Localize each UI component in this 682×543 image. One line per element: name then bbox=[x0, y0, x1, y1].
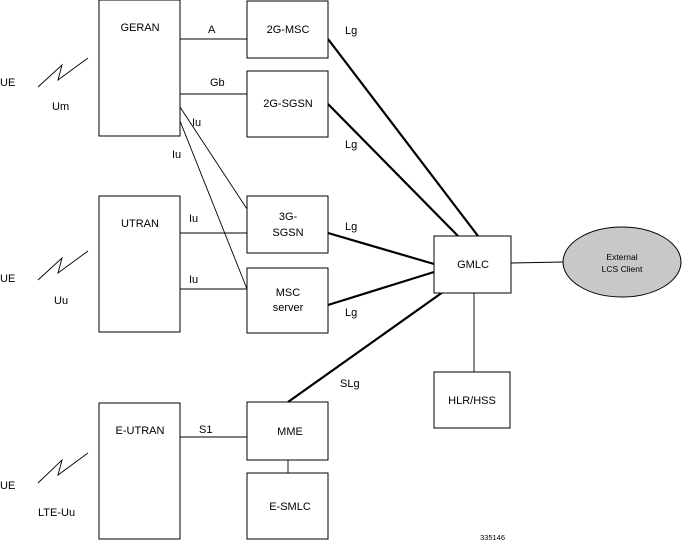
sgsn2g-node: 2G-SGSN bbox=[246, 70, 329, 138]
lte-uu-label: LTE-Uu bbox=[38, 507, 75, 519]
msc2g-node: 2G-MSC bbox=[246, 0, 329, 59]
radio-link-lte-uu-icon bbox=[37, 452, 89, 484]
lg-sgsn2g-gmlc-line bbox=[327, 103, 459, 237]
lcs-client-label-line2: LCS Client bbox=[602, 264, 643, 274]
geran-node: GERAN bbox=[98, 0, 181, 137]
esmlc-label: E-SMLC bbox=[269, 501, 311, 513]
utran-node: UTRAN bbox=[98, 195, 181, 333]
radio-link-uu-icon bbox=[37, 250, 89, 281]
gmlc-label: GMLC bbox=[457, 259, 489, 271]
mscserver-node: MSC server bbox=[246, 267, 329, 334]
a-interface-label: A bbox=[208, 24, 216, 36]
sgsn3g-label-line2: SGSN bbox=[272, 227, 303, 239]
gmlc-lcs-client-line bbox=[510, 261, 564, 264]
iu-geran-label-a: Iu bbox=[192, 117, 201, 129]
slg-label: SLg bbox=[340, 378, 360, 390]
iu-utran-sgsn-label: Iu bbox=[189, 213, 198, 225]
utran-label: UTRAN bbox=[121, 218, 159, 230]
hlrhss-label: HLR/HSS bbox=[448, 395, 496, 407]
slg-mme-gmlc-line bbox=[287, 291, 444, 403]
iu-utran-msc-label: Iu bbox=[189, 274, 198, 286]
lg-msc2g-label: Lg bbox=[345, 25, 357, 37]
gmlc-node: GMLC bbox=[433, 235, 512, 294]
lg-sgsn3g-label: Lg bbox=[345, 221, 357, 233]
sgsn3g-node: 3G- SGSN bbox=[246, 195, 329, 254]
lg-sgsn2g-label: Lg bbox=[345, 139, 357, 151]
sgsn3g-label-line1: 3G- bbox=[279, 211, 298, 223]
mscserver-label-line2: server bbox=[273, 302, 304, 314]
eutran-node: E-UTRAN bbox=[98, 402, 181, 540]
gb-interface-label: Gb bbox=[210, 77, 225, 89]
eutran-label: E-UTRAN bbox=[116, 425, 165, 437]
ue-label-2: UE bbox=[0, 273, 15, 285]
lg-sgsn3g-gmlc-line bbox=[327, 231, 435, 266]
lg-msc2g-gmlc-line bbox=[327, 38, 479, 237]
mme-node: MME bbox=[246, 401, 329, 461]
ue-label-1: UE bbox=[0, 77, 15, 89]
iu-geran-label-b: Iu bbox=[172, 149, 181, 161]
radio-link-um-icon bbox=[37, 57, 89, 88]
ue-label-3: UE bbox=[0, 480, 15, 492]
lcs-client-label-line1: External bbox=[606, 252, 637, 262]
geran-label: GERAN bbox=[120, 22, 159, 34]
lg-mscserver-gmlc-line bbox=[327, 270, 435, 307]
figure-id: 335146 bbox=[480, 533, 505, 542]
mme-label: MME bbox=[277, 426, 303, 438]
s1-interface-label: S1 bbox=[199, 424, 212, 436]
hlrhss-node: HLR/HSS bbox=[433, 371, 511, 429]
uu-label: Uu bbox=[54, 295, 68, 307]
mscserver-label-line1: MSC bbox=[276, 287, 301, 299]
iu-geran-mscserver-line bbox=[179, 120, 248, 290]
sgsn2g-label: 2G-SGSN bbox=[263, 98, 313, 110]
um-label: Um bbox=[52, 101, 69, 113]
iu-geran-sgsn3g-line bbox=[179, 106, 248, 210]
esmlc-node: E-SMLC bbox=[246, 472, 329, 540]
lg-mscserver-label: Lg bbox=[345, 307, 357, 319]
external-lcs-client-node: External LCS Client bbox=[562, 226, 682, 298]
msc2g-label: 2G-MSC bbox=[267, 24, 310, 36]
